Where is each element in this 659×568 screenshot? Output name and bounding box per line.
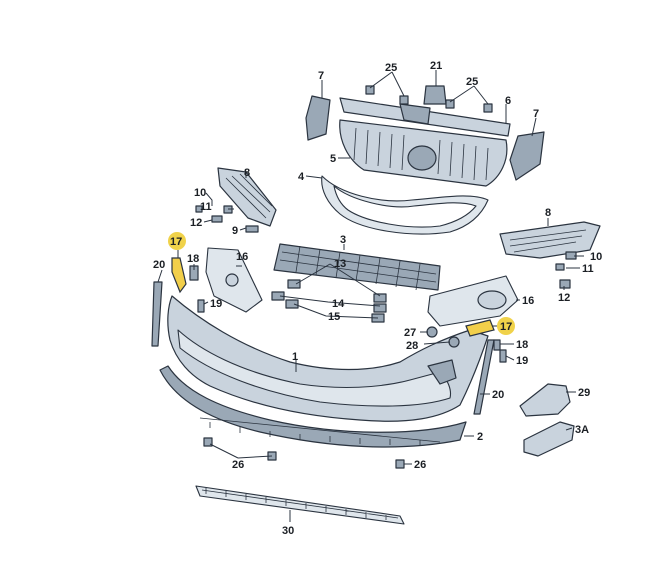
label-18-right: 18	[516, 339, 528, 351]
label-3a: 3A	[575, 424, 589, 436]
part-3a-cover	[523, 421, 575, 457]
part-6-center-mount	[399, 103, 431, 125]
label-26-right: 26	[414, 459, 426, 471]
leader-lines	[157, 70, 584, 522]
clip-12a	[211, 215, 223, 223]
clip-13b	[373, 293, 387, 303]
label-10-left: 10	[194, 187, 206, 199]
part-17-right-highlight	[465, 319, 495, 337]
part-20-right-trim	[473, 339, 495, 415]
bracket-hole	[225, 273, 239, 287]
clip-15a	[285, 299, 299, 309]
label-21: 21	[430, 60, 442, 72]
part-29-fog-bezel	[519, 383, 571, 417]
clip-9	[245, 225, 259, 233]
clip-19b	[499, 349, 507, 363]
clip-11b	[555, 263, 565, 271]
label-6: 6	[505, 95, 511, 107]
part-7-right-bracket	[509, 131, 545, 181]
clip-14b	[373, 303, 387, 313]
part-2-spoiler	[159, 365, 467, 448]
label-17-left: 17	[170, 236, 182, 248]
clip-25c	[445, 99, 455, 109]
clip-19a	[197, 299, 205, 313]
screw-27	[426, 326, 438, 338]
label-20-left: 20	[153, 259, 165, 271]
label-16-right: 16	[522, 295, 534, 307]
part-8-right-fog-grille	[499, 221, 601, 259]
part-16-right-bracket	[427, 275, 519, 327]
badge-17-left	[168, 232, 186, 250]
label-10-right: 10	[590, 251, 602, 263]
label-15: 15	[328, 311, 340, 323]
label-19-left: 19	[210, 298, 222, 310]
callout-labels: 7 25 21 25 6 7 5 8 4 10 11 12 9 3 8 17 2…	[153, 60, 602, 537]
label-27: 27	[404, 327, 416, 339]
label-11-left: 11	[200, 201, 212, 213]
label-4: 4	[298, 171, 305, 183]
label-12-right: 12	[558, 292, 570, 304]
clip-25d	[483, 103, 493, 113]
label-20-right: 20	[492, 389, 504, 401]
label-29: 29	[578, 387, 590, 399]
label-2: 2	[477, 431, 483, 443]
label-8-right: 8	[545, 207, 551, 219]
label-28: 28	[406, 340, 418, 352]
part-21-bracket	[423, 85, 447, 105]
bracket-hole-right	[477, 290, 507, 310]
label-9: 9	[232, 225, 238, 237]
label-3: 3	[340, 234, 346, 246]
clip-18b	[493, 339, 501, 351]
clip-25a	[365, 85, 375, 95]
label-12-left: 12	[190, 217, 202, 229]
part-17-left-highlight	[171, 257, 187, 294]
label-25-right: 25	[466, 76, 478, 88]
part-3-center-grille	[273, 243, 441, 291]
clip-26a	[203, 437, 213, 447]
label-7-left: 7	[318, 70, 324, 82]
label-25-left: 25	[385, 62, 397, 74]
screw-28	[448, 336, 460, 348]
part-1-bumper-cover	[167, 295, 489, 422]
label-11-right: 11	[582, 263, 594, 275]
part-30-lower-grille	[195, 485, 405, 525]
clip-12b	[559, 279, 571, 289]
clip-25b	[399, 95, 409, 105]
clip-26c	[395, 459, 405, 469]
label-26-left: 26	[232, 459, 244, 471]
label-17-right: 17	[500, 321, 512, 333]
clip-10a	[195, 205, 203, 213]
clip-13a	[287, 279, 301, 289]
label-30: 30	[282, 525, 294, 537]
label-19-right: 19	[516, 355, 528, 367]
label-8-left: 8	[244, 167, 250, 179]
part-7-left-bracket	[305, 95, 331, 141]
part-4-grille-frame	[321, 175, 489, 235]
label-1: 1	[292, 351, 298, 363]
label-7-right: 7	[533, 108, 539, 120]
label-18-left: 18	[187, 253, 199, 265]
badge-17-right	[497, 317, 515, 335]
label-13: 13	[334, 258, 346, 270]
part-20-left-trim	[151, 281, 163, 347]
label-5: 5	[330, 153, 336, 165]
label-14: 14	[332, 298, 345, 310]
label-16-left: 16	[236, 251, 248, 263]
part-5-main-grille	[339, 119, 508, 187]
